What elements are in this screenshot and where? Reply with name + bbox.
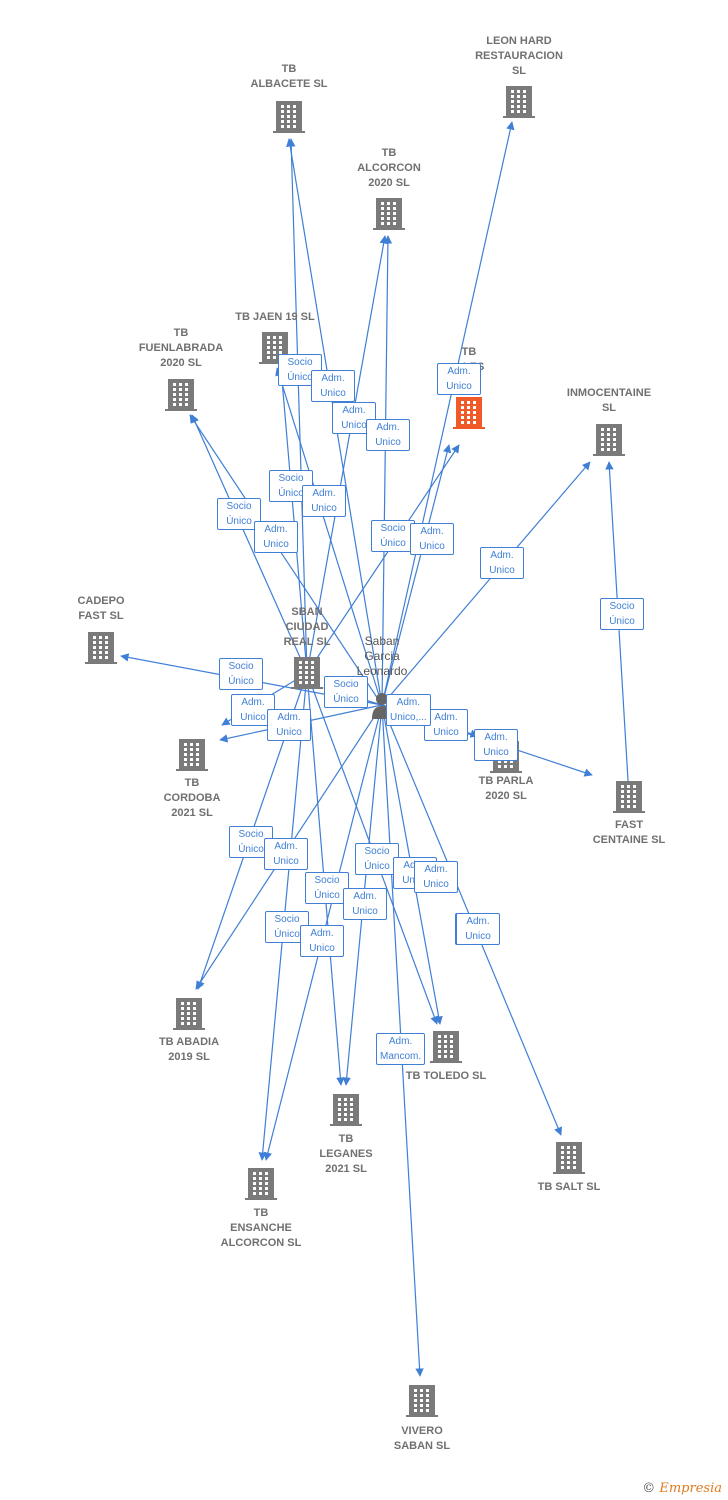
node-label-fuenlabrada[interactable]: TB FUENLABRADA 2020 SL [138, 327, 224, 369]
node-label-albacete[interactable]: TB ALBACETE SL [250, 63, 328, 90]
edge-sban-alcorcon [306, 235, 388, 674]
edge-saban-alcorcon [381, 235, 393, 706]
building-icon-abadia[interactable] [173, 998, 205, 1030]
edge-saban-fuenlabrada [189, 414, 383, 706]
relation-tag[interactable]: Adm. Unico [414, 861, 458, 893]
center-person-label[interactable]: Saban Garcia Leonardo [356, 634, 408, 678]
copyright: © Empresia [642, 1481, 722, 1496]
node-label-vivero[interactable]: VIVERO SABAN SL [393, 1425, 451, 1452]
building-icon-tbles[interactable] [453, 397, 485, 429]
node-label-parla[interactable]: TB PARLA 2020 SL [478, 775, 534, 802]
building-icon-fastcentaine[interactable] [613, 781, 645, 813]
relation-tag[interactable]: Adm. Unico [456, 913, 500, 945]
relation-tag[interactable]: Adm. Unico,... [386, 694, 431, 726]
building-icon-fuenlabrada[interactable] [165, 379, 197, 411]
relation-tag[interactable]: Socio Único [217, 498, 261, 530]
edge-sban-tbles [306, 444, 460, 674]
relation-tag[interactable]: Socio Único [305, 872, 349, 904]
building-icon-leonhard[interactable] [503, 86, 535, 118]
relation-tag[interactable]: Adm. Unico [264, 838, 308, 870]
building-icon-vivero[interactable] [406, 1385, 438, 1417]
relation-tag[interactable]: Adm. Unico [474, 729, 518, 761]
node-label-jaen[interactable]: TB JAEN 19 SL [235, 311, 315, 323]
node-label-salt[interactable]: TB SALT SL [537, 1181, 601, 1193]
building-icon-leganes[interactable] [330, 1094, 362, 1126]
edge-sban-fuenlabrada [191, 414, 308, 674]
relation-tag[interactable]: Adm. Unico [366, 419, 410, 451]
relation-tag[interactable]: Adm. Unico [300, 925, 344, 957]
building-icon-inmocentaine[interactable] [593, 424, 625, 456]
brand-logo: Empresia [659, 1481, 722, 1496]
building-icon-toledo[interactable] [430, 1031, 462, 1063]
node-label-ensanche[interactable]: TB ENSANCHE ALCORCON SL [220, 1207, 302, 1249]
building-icon-cadepo[interactable] [85, 632, 117, 664]
relation-tag[interactable]: Adm. Unico [302, 485, 346, 517]
relation-tag[interactable]: Adm. Unico [343, 888, 387, 920]
building-icon-alcorcon[interactable] [373, 198, 405, 230]
building-icon-cordoba[interactable] [176, 739, 208, 771]
relation-tag[interactable]: Adm. Mancom. [376, 1033, 426, 1065]
node-label-cadepo[interactable]: CADEPO FAST SL [77, 595, 125, 622]
relation-tag[interactable]: Socio Único [371, 520, 415, 552]
node-label-leganes[interactable]: TB LEGANES 2021 SL [319, 1133, 373, 1175]
node-label-abadia[interactable]: TB ABADIA 2019 SL [158, 1036, 220, 1063]
edge-saban-tbles [381, 444, 452, 706]
relation-tag[interactable]: Adm. Unico [254, 521, 298, 553]
node-label-fastcentaine[interactable]: FAST CENTAINE SL [592, 819, 666, 846]
relation-tag[interactable]: Adm. Unico [480, 547, 524, 579]
copyright-symbol: © [642, 1481, 656, 1496]
relation-tag[interactable]: Adm. Unico [311, 370, 355, 402]
node-label-toledo[interactable]: TB TOLEDO SL [405, 1070, 487, 1082]
node-label-sban[interactable]: SBAN CIUDAD REAL SL [283, 606, 331, 648]
relation-tag[interactable]: Socio Único [219, 658, 263, 690]
edge-sban-jaen [277, 367, 308, 674]
edge-saban-inmocentaine [381, 461, 591, 706]
edge-sban-albacete [287, 138, 308, 674]
building-icon-ensanche[interactable] [245, 1168, 277, 1200]
nodes-layer [85, 86, 645, 1417]
relation-tag[interactable]: Adm. Unico [410, 523, 454, 555]
edge-saban-jaen [275, 367, 383, 706]
node-label-cordoba[interactable]: TB CORDOBA 2021 SL [163, 777, 221, 819]
building-icon-sban[interactable] [291, 657, 323, 689]
node-label-inmocentaine[interactable]: INMOCENTAINE SL [566, 387, 652, 414]
edge-saban-leonhard [381, 121, 515, 706]
relation-tag[interactable]: Adm. Unico [437, 363, 481, 395]
relation-tag[interactable]: Adm. Unico [267, 709, 311, 741]
relation-tag[interactable]: Socio Único [324, 676, 368, 708]
relation-tag[interactable]: Socio Único [600, 598, 644, 630]
building-icon-salt[interactable] [553, 1142, 585, 1174]
node-label-alcorcon[interactable]: TB ALCORCON 2020 SL [357, 147, 421, 189]
building-icon-albacete[interactable] [273, 101, 305, 133]
node-label-leonhard[interactable]: LEON HARD RESTAURACION SL [475, 35, 563, 77]
relation-tag[interactable]: Adm. Unico [424, 709, 468, 741]
